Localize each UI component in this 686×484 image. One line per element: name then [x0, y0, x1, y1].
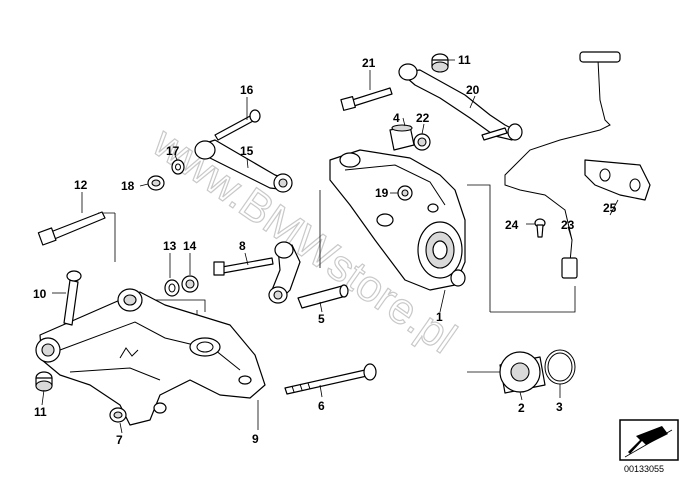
callout-7: 7 — [116, 433, 123, 447]
callout-10: 10 — [33, 287, 47, 301]
sleeve-5 — [297, 284, 349, 309]
nut-22 — [413, 133, 431, 151]
nut-19 — [397, 185, 413, 201]
callout-12: 12 — [74, 178, 88, 192]
nut-14 — [181, 275, 199, 293]
nut-11-upper — [431, 53, 449, 73]
callout-19: 19 — [375, 186, 389, 200]
nut-11-lower — [35, 371, 53, 392]
callout-8: 8 — [239, 239, 246, 253]
callout-17: 17 — [166, 144, 180, 158]
washer-13 — [164, 279, 180, 297]
nut-18 — [147, 175, 165, 191]
callout-22: 22 — [416, 111, 430, 125]
orientation-badge: 00133055 — [619, 419, 679, 474]
subframe — [39, 291, 266, 426]
callout-labels: 1 2 3 4 5 6 7 8 9 10 11 11 12 13 14 15 1… — [33, 53, 617, 447]
callout-6: 6 — [318, 399, 325, 413]
direction-arrow-icon — [628, 426, 668, 454]
callout-13: 13 — [163, 239, 177, 253]
callout-18: 18 — [121, 179, 135, 193]
circlip-3 — [544, 349, 576, 385]
bolt-8 — [213, 257, 274, 276]
screw-24 — [534, 218, 546, 238]
callout-9: 9 — [252, 432, 259, 446]
callout-11-lower: 11 — [34, 405, 47, 419]
callout-leaders — [41, 59, 619, 434]
callout-25: 25 — [603, 201, 617, 215]
callout-2: 2 — [518, 401, 525, 415]
subframe-bushing-left — [35, 337, 61, 363]
callout-5: 5 — [318, 312, 325, 326]
bolt-12 — [37, 211, 106, 246]
bushing-2 — [499, 351, 546, 394]
link-arm-15 — [194, 139, 293, 193]
wheel-carrier — [329, 149, 466, 291]
subframe-bushing-top — [117, 288, 143, 312]
control-arm-20 — [398, 63, 523, 141]
bolt-16 — [214, 109, 261, 141]
nut-7 — [109, 407, 127, 423]
callout-23: 23 — [561, 218, 575, 232]
bolt-6 — [284, 363, 377, 395]
callout-21: 21 — [362, 56, 376, 70]
toe-link — [268, 241, 301, 304]
washer-17 — [171, 159, 185, 175]
callout-11-upper: 11 — [458, 53, 471, 67]
callout-3: 3 — [556, 400, 563, 414]
callout-14: 14 — [183, 239, 197, 253]
callout-16: 16 — [240, 83, 254, 97]
callout-24: 24 — [505, 218, 519, 232]
callout-1: 1 — [436, 310, 443, 324]
diagram-number: 00133055 — [624, 464, 664, 474]
bolt-21 — [340, 87, 393, 111]
callout-15: 15 — [240, 144, 254, 158]
bolt-10 — [63, 270, 82, 326]
bracket-25 — [584, 159, 651, 201]
sensor-cable — [504, 51, 621, 279]
callout-20: 20 — [466, 83, 480, 97]
callout-4: 4 — [393, 111, 400, 125]
bushing-4 — [389, 124, 415, 151]
